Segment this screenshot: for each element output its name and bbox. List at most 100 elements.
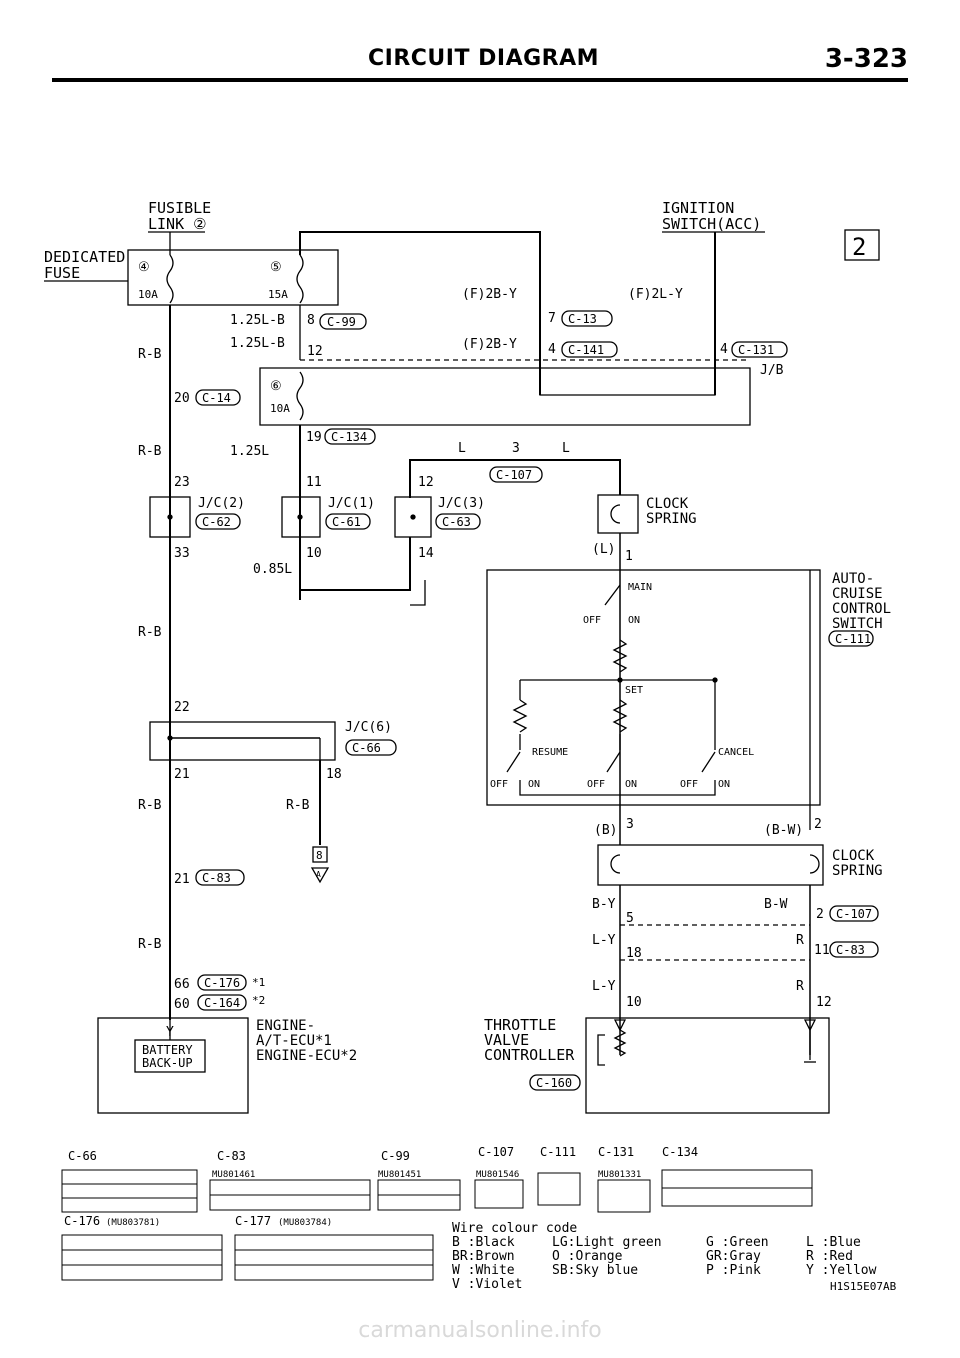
- jc6-label: J/C(6): [345, 720, 392, 735]
- fusible-link-label: FUSIBLE: [148, 199, 211, 217]
- connector-c141-tag: [561, 341, 618, 358]
- throttle-controller-box: [585, 1017, 830, 1114]
- pin-11: 11: [306, 475, 322, 490]
- ignition-switch-label-2: SWITCH(ACC): [662, 215, 761, 233]
- connector-c134-label: C-134: [331, 430, 367, 444]
- pin-60: 60: [174, 997, 190, 1012]
- main-on-label: ON: [628, 615, 640, 626]
- page-number: 3-323: [824, 44, 908, 74]
- set-blade: [606, 751, 621, 773]
- fuse-6-symbol: [296, 371, 304, 421]
- legend-mu801331: MU801331: [598, 1170, 641, 1180]
- c111-face: [537, 1172, 581, 1206]
- fuse-6-number: ⑥: [270, 379, 282, 394]
- pin-12-b: 12: [418, 475, 434, 490]
- jc6-box: [149, 721, 336, 761]
- wire-rb-label-4: R-B: [138, 798, 162, 813]
- connector-c14-label: C-14: [202, 391, 231, 405]
- wire-jc1-jc3-link: [300, 537, 411, 591]
- header-rule: [52, 78, 908, 82]
- pin-5: 5: [626, 911, 634, 926]
- connector-c176-label: C-176: [204, 976, 240, 990]
- jc1-dot: [297, 514, 303, 520]
- cruise-switch-label-2: CRUISE: [832, 586, 883, 602]
- legend-mu801461: MU801461: [212, 1170, 255, 1180]
- connector-c83-label: C-83: [202, 871, 231, 885]
- connector-c111-label: C-111: [835, 632, 871, 646]
- colour-o: O :Orange: [552, 1249, 623, 1264]
- legend-c177: C-177: [235, 1214, 271, 1228]
- connector-c176-tag: [197, 974, 247, 991]
- connector-c61-label: C-61: [332, 515, 361, 529]
- jc1-box: [281, 496, 321, 538]
- pin-10-a: 10: [306, 546, 322, 561]
- set-label: SET: [625, 685, 643, 696]
- ecu-label: ENGINE-: [256, 1018, 315, 1034]
- legend-c176: C-176: [64, 1214, 100, 1228]
- wire-rb-label-5: R-B: [286, 798, 310, 813]
- jb-box: [259, 367, 751, 426]
- connector-c107-tag: [489, 466, 543, 483]
- wire-l-label-1: L: [458, 441, 466, 456]
- clock-spring-2-label: CLOCK: [832, 848, 875, 864]
- wire-3-label: 3: [512, 441, 520, 456]
- pin-66: 66: [174, 977, 190, 992]
- wire-f2by-label: (F)2B-Y: [462, 287, 517, 302]
- wire-bw-label: B-W: [764, 897, 788, 912]
- connector-c131-label: C-131: [738, 343, 774, 357]
- pin-22: 22: [174, 700, 190, 715]
- pin-20: 20: [174, 391, 190, 406]
- connector-c111-tag: [828, 630, 874, 647]
- connector-c107-label: C-107: [496, 468, 532, 482]
- pin-2-a: 2: [814, 817, 822, 832]
- resume-blade: [506, 751, 521, 773]
- legend-mu803784: (MU803784): [278, 1218, 332, 1228]
- star-1: *1: [252, 976, 265, 989]
- jc3-dot: [410, 514, 416, 520]
- set-off-label: OFF: [587, 779, 605, 790]
- ignition-switch-label: IGNITION: [662, 199, 734, 217]
- legend-c66: C-66: [68, 1149, 97, 1163]
- wire-fuse5-top: [299, 231, 541, 330]
- throttle-label-3: CONTROLLER: [484, 1046, 575, 1064]
- pin-7: 7: [548, 311, 556, 326]
- fuse-6-amps: 10A: [270, 402, 290, 415]
- throttle-pin-b: [803, 1019, 817, 1032]
- legend-mu801451: MU801451: [378, 1170, 421, 1180]
- page-title: CIRCUIT DIAGRAM: [368, 46, 600, 71]
- star-2: *2: [252, 994, 265, 1007]
- cruise-switch-label-3: CONTROL: [832, 601, 891, 617]
- pin-23: 23: [174, 475, 190, 490]
- bus-node: [617, 677, 623, 683]
- clock-spring-2-box: [597, 844, 824, 886]
- wire-125lb-label-2: 1.25L-B: [230, 336, 285, 351]
- clock-spring-1-box: [597, 494, 639, 534]
- wire-r-label-1: R: [796, 933, 804, 948]
- resistor-resume: [512, 699, 528, 733]
- colour-g: G :Green: [706, 1235, 769, 1250]
- pin-12: 12: [307, 344, 323, 359]
- resume-off-label: OFF: [490, 779, 508, 790]
- c176-face: [61, 1234, 223, 1281]
- colour-b: B :Black: [452, 1235, 515, 1250]
- pin-33: 33: [174, 546, 190, 561]
- clock-spring-1-label: CLOCK: [646, 496, 689, 512]
- wire-125lb-label: 1.25L-B: [230, 313, 285, 328]
- clock-spring-l-color: (L): [592, 542, 615, 557]
- jc3-label: J/C(3): [438, 496, 485, 511]
- jb-label: J/B: [760, 363, 784, 378]
- connector-c134-tag: [324, 428, 376, 445]
- legend-c83: C-83: [217, 1149, 246, 1163]
- fuse-4-number: ④: [138, 260, 150, 275]
- cruise-switch-label: AUTO-: [832, 571, 874, 587]
- figure-code: H1S15E07AB: [830, 1280, 897, 1293]
- connector-c83-b-tag: [829, 941, 879, 958]
- connector-c63-tag: [435, 513, 481, 530]
- pin-4-b: 4: [720, 342, 728, 357]
- wire-r-label-2: R: [796, 979, 804, 994]
- battery-label-2: BACK-UP: [142, 1056, 193, 1070]
- fuse-5-amps: 15A: [268, 288, 288, 301]
- connector-c131-tag: [731, 341, 788, 358]
- connector-c13-tag: [561, 310, 613, 327]
